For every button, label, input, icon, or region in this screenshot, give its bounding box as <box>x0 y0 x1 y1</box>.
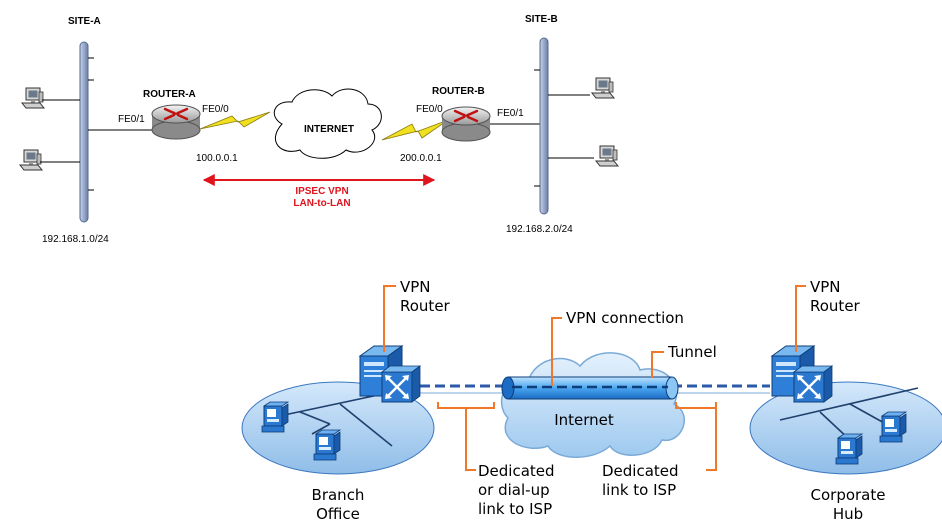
tunnel-label: Tunnel <box>667 343 717 361</box>
router-a-ip: 100.0.0.1 <box>196 153 238 164</box>
router-b-ip: 200.0.0.1 <box>400 153 442 164</box>
site-b-label: SITE-B <box>525 14 558 25</box>
router-a-wan-port: FE0/0 <box>202 104 229 115</box>
left-link-label-3: link to ISP <box>478 500 552 518</box>
lan-to-lan-label: LAN-to-LAN <box>293 198 350 209</box>
site-a-label: SITE-A <box>68 16 101 27</box>
branch-pc-icon <box>261 401 289 433</box>
internet-cloud-bottom <box>500 352 685 458</box>
callout-left-router <box>383 285 396 352</box>
right-router-label-1: VPN <box>810 278 841 296</box>
router-a-label: ROUTER-A <box>143 89 196 100</box>
pc-icon <box>595 145 619 167</box>
router-b-label: ROUTER-B <box>432 86 485 97</box>
router-a-lan-port: FE0/1 <box>118 114 145 125</box>
vpn-tunnel <box>501 376 679 400</box>
ipsec-vpn-label: IPSEC VPN <box>295 186 348 197</box>
site-a-bus <box>79 41 89 223</box>
branch-vpn-router-icon <box>358 344 422 404</box>
router-b-lan-port: FE0/1 <box>497 108 524 119</box>
hub-label-2: Hub <box>833 505 863 523</box>
pc-icon <box>19 149 43 171</box>
top-diagram: SITE-A FE0/1 ROUTER-A FE0/0 100.0.0.1 IN… <box>19 14 619 245</box>
pc-icon <box>21 87 45 109</box>
right-link-label-1: Dedicated <box>602 462 679 480</box>
hub-pc-icon <box>879 411 907 443</box>
pc-icon <box>591 77 615 99</box>
callout-right-link <box>675 402 717 409</box>
callout-left-link <box>437 402 495 409</box>
left-router-label-1: VPN <box>400 278 431 296</box>
left-link-label-1: Dedicated <box>478 462 555 480</box>
subnet-a-label: 192.168.1.0/24 <box>42 234 109 245</box>
router-a-icon <box>150 103 202 141</box>
wan-link-b <box>381 119 449 141</box>
vpn-connection-label: VPN connection <box>566 309 684 327</box>
branch-lan <box>241 381 435 475</box>
bottom-diagram: Internet VPN Router VPN Router VPN conne… <box>241 278 942 523</box>
branch-label-1: Branch <box>312 486 365 504</box>
left-router-label-2: Router <box>400 297 451 315</box>
site-b-bus <box>539 37 549 215</box>
subnet-b-label: 192.168.2.0/24 <box>506 224 573 235</box>
wan-link-a <box>199 111 271 130</box>
right-router-label-2: Router <box>810 297 861 315</box>
internet-cloud <box>273 88 382 159</box>
hub-pc-icon <box>835 433 863 465</box>
hub-vpn-router-icon <box>770 344 834 404</box>
router-b-wan-port: FE0/0 <box>416 104 443 115</box>
hub-label-1: Corporate <box>811 486 886 504</box>
callout-right-router <box>795 285 806 352</box>
left-link-label-2: or dial-up <box>478 481 550 499</box>
internet-label: INTERNET <box>304 124 354 135</box>
branch-label-2: Office <box>316 505 360 523</box>
right-link-label-2: link to ISP <box>602 481 676 499</box>
callout-tunnel <box>651 351 664 378</box>
callout-vpn-connection <box>551 317 562 386</box>
internet-label-bottom: Internet <box>554 411 614 429</box>
corporate-lan <box>749 381 942 475</box>
router-b-icon <box>440 105 492 143</box>
branch-pc-icon <box>313 429 341 461</box>
